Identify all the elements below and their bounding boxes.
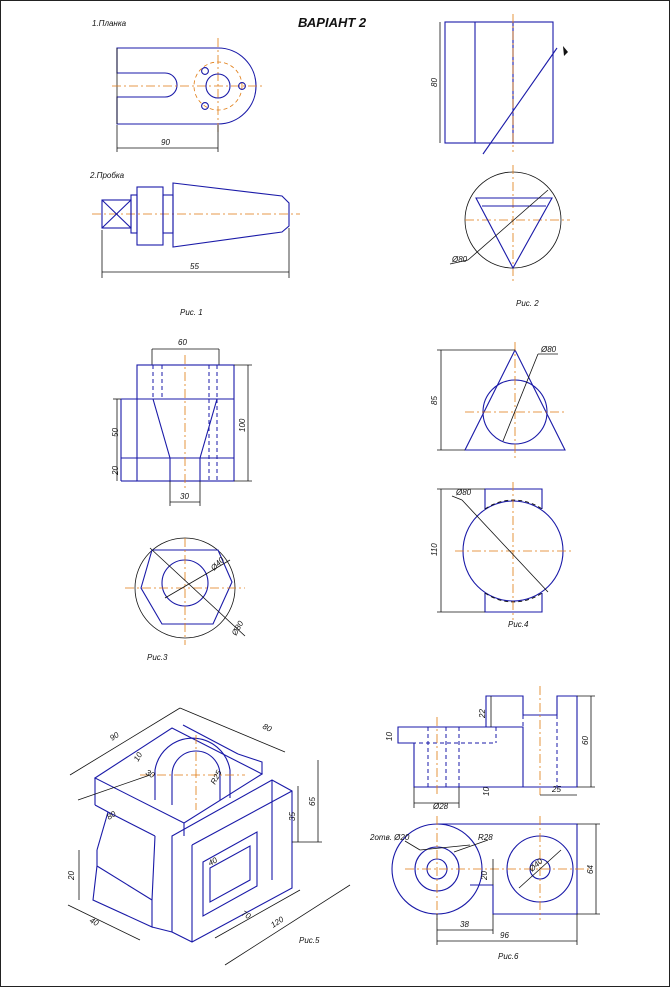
fig5-dim-35: 35 [288,812,297,821]
fig3-dim-50: 50 [111,428,120,437]
fig2-dim-diam: Ø80 [451,255,468,264]
fig1-dim-90: 90 [161,138,170,147]
fig6-dim-22: 22 [478,709,487,719]
fig6-dim-60: 60 [581,736,590,745]
fig6-dim-38: 38 [460,920,469,929]
fig5-dim-80-top: 80 [261,722,274,734]
fig6-dim-25: 25 [551,785,561,794]
fig5-dim-80-left: 80 [105,809,118,822]
fig3-dim-20: 20 [111,466,120,476]
fig3-dim-d2: Ø80 [229,619,245,638]
fig4-dim-110: 110 [430,543,439,556]
fig2-caption: Рис. 2 [516,299,539,308]
fig5-dim-40: 40 [88,916,101,928]
fig4-dim-d2: Ø80 [455,488,472,497]
fig3-views: 60 100 50 20 30 [111,338,252,662]
fig5-dim-r25: R25 [209,768,224,786]
fig3-caption: Рис.3 [147,653,168,662]
fig6-dim-10-l: 10 [385,732,394,741]
fig1-plank: 1.Планка 90 2.Пробка 55 Рис. 1 [89,19,300,317]
fig6-dim-2otv: 2отв. Ø20 [369,833,410,842]
fig6-dim-20: 20 [480,871,489,881]
fig6-dim-10-b: 10 [482,787,491,796]
fig5-dim-40-in: 40 [207,855,220,867]
fig5-caption: Рис.5 [299,936,320,945]
fig1-plank-label: 1.Планка [92,19,127,28]
fig4-dim-85: 85 [430,396,439,405]
fig3-dim-d1: Ø40 [208,555,226,573]
fig6-dim-64: 64 [586,865,595,874]
fig6-dim-96: 96 [500,931,509,940]
fig3-dim-100: 100 [238,418,247,432]
fig4-caption: Рис.4 [508,620,529,629]
fig2-views: 80 Ø80 Рис. 2 [430,14,570,308]
fig5-dim-20: 20 [67,871,76,881]
fig5-dim-65: 65 [308,797,317,806]
fig6-caption: Рис.6 [498,952,519,961]
fig4-dim-d1: Ø80 [540,345,557,354]
fig5-dim-90: 90 [108,730,121,743]
fig1-caption: Рис. 1 [180,308,203,317]
fig2-dim-80: 80 [430,78,439,87]
fig4-views: 85 Ø80 Ø80 110 Рис.4 [430,342,572,629]
fig1-dim-55: 55 [190,262,199,271]
fig6-dim-d28: Ø28 [432,802,449,811]
fig6-dim-r28: R28 [478,833,493,842]
fig6-views: 22 10 60 Ø28 10 25 2отв. Ø20 R28 Ø40 20 [369,686,600,961]
fig3-dim-60: 60 [178,338,187,347]
page-title: ВАРІАНТ 2 [298,15,367,30]
fig1-probka-label: 2.Пробка [89,171,125,180]
fig3-dim-30: 30 [180,492,189,501]
fig5-isometric: 90 80 10 30 R25 80 65 35 40 40 20 70 120… [67,707,351,966]
